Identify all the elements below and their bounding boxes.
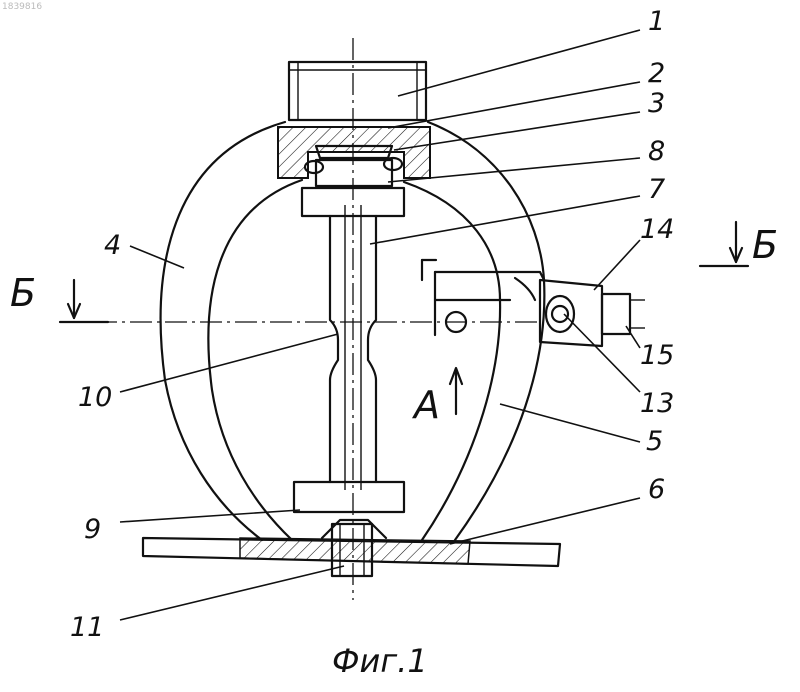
- callout-8: 8: [648, 136, 665, 167]
- part-9-lower-bushing: [294, 482, 404, 512]
- callout-3: 3: [648, 88, 665, 119]
- callout-15: 15: [640, 340, 674, 371]
- section-label-right: Б: [752, 223, 778, 267]
- figure-caption: Фиг.1: [332, 642, 428, 680]
- part-13-14-15-sensor: [540, 280, 645, 346]
- part-2-housing: [278, 127, 430, 178]
- callout-6: 6: [648, 474, 665, 505]
- callout-11: 11: [70, 612, 104, 643]
- callout-2: 2: [648, 58, 665, 89]
- view-arrow-a: А: [411, 368, 462, 427]
- view-arrow-label: А: [411, 383, 440, 427]
- callout-4: 4: [104, 230, 121, 261]
- document-id: 1839816: [2, 2, 42, 12]
- section-label-left: Б: [10, 271, 36, 315]
- part-1-nut: [289, 62, 426, 120]
- callout-14: 14: [640, 214, 674, 245]
- callout-5: 5: [646, 426, 663, 457]
- callout-1: 1: [648, 6, 665, 37]
- callout-9: 9: [84, 514, 101, 545]
- callout-10: 10: [78, 382, 112, 413]
- callout-13: 13: [640, 388, 674, 419]
- section-marker-right: Б: [700, 222, 778, 267]
- side-arm-assembly: [422, 260, 544, 335]
- callout-7: 7: [648, 174, 665, 205]
- part-6-base-plate: [143, 520, 560, 566]
- section-marker-left: Б: [10, 271, 108, 322]
